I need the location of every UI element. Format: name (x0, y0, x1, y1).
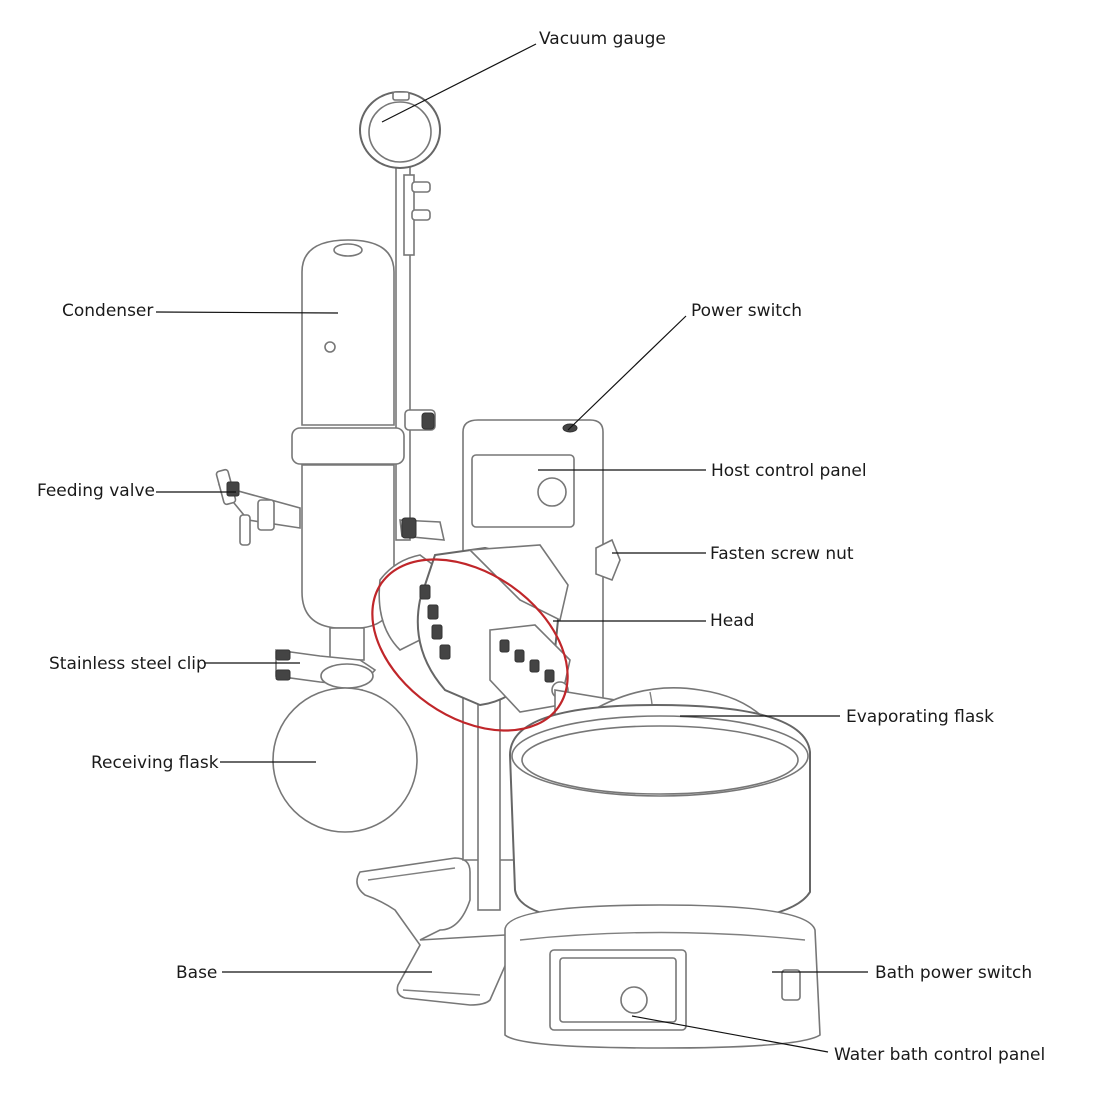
condenser-fittings (399, 409, 446, 541)
label-receiving-flask: Receiving flask (91, 753, 219, 773)
label-base: Base (176, 963, 217, 983)
leader-lines (155, 43, 868, 1053)
label-vacuum-gauge: Vacuum gauge (539, 29, 666, 49)
feeding-valve-part (215, 468, 301, 546)
label-water-bath-control-panel: Water bath control panel (834, 1045, 1045, 1065)
water-bath-part (504, 703, 821, 1049)
label-host-control-panel: Host control panel (711, 461, 867, 481)
label-condenser: Condenser (62, 301, 153, 321)
gauge-rod (395, 159, 431, 541)
label-power-switch: Power switch (691, 301, 802, 321)
label-head: Head (710, 611, 754, 631)
base-part (356, 857, 514, 1006)
label-feeding-valve: Feeding valve (37, 481, 155, 501)
receiving-flask-part (272, 687, 418, 833)
vacuum-gauge-part (359, 91, 441, 169)
label-evaporating-flask: Evaporating flask (846, 707, 994, 727)
head-highlight-ring (371, 558, 569, 732)
label-stainless-steel-clip: Stainless steel clip (49, 654, 207, 674)
condenser-part (291, 239, 405, 661)
label-fasten-screw-nut: Fasten screw nut (710, 544, 854, 564)
label-bath-power-switch: Bath power switch (875, 963, 1032, 983)
head-part (378, 544, 571, 713)
stainless-steel-clip-part (275, 649, 377, 689)
